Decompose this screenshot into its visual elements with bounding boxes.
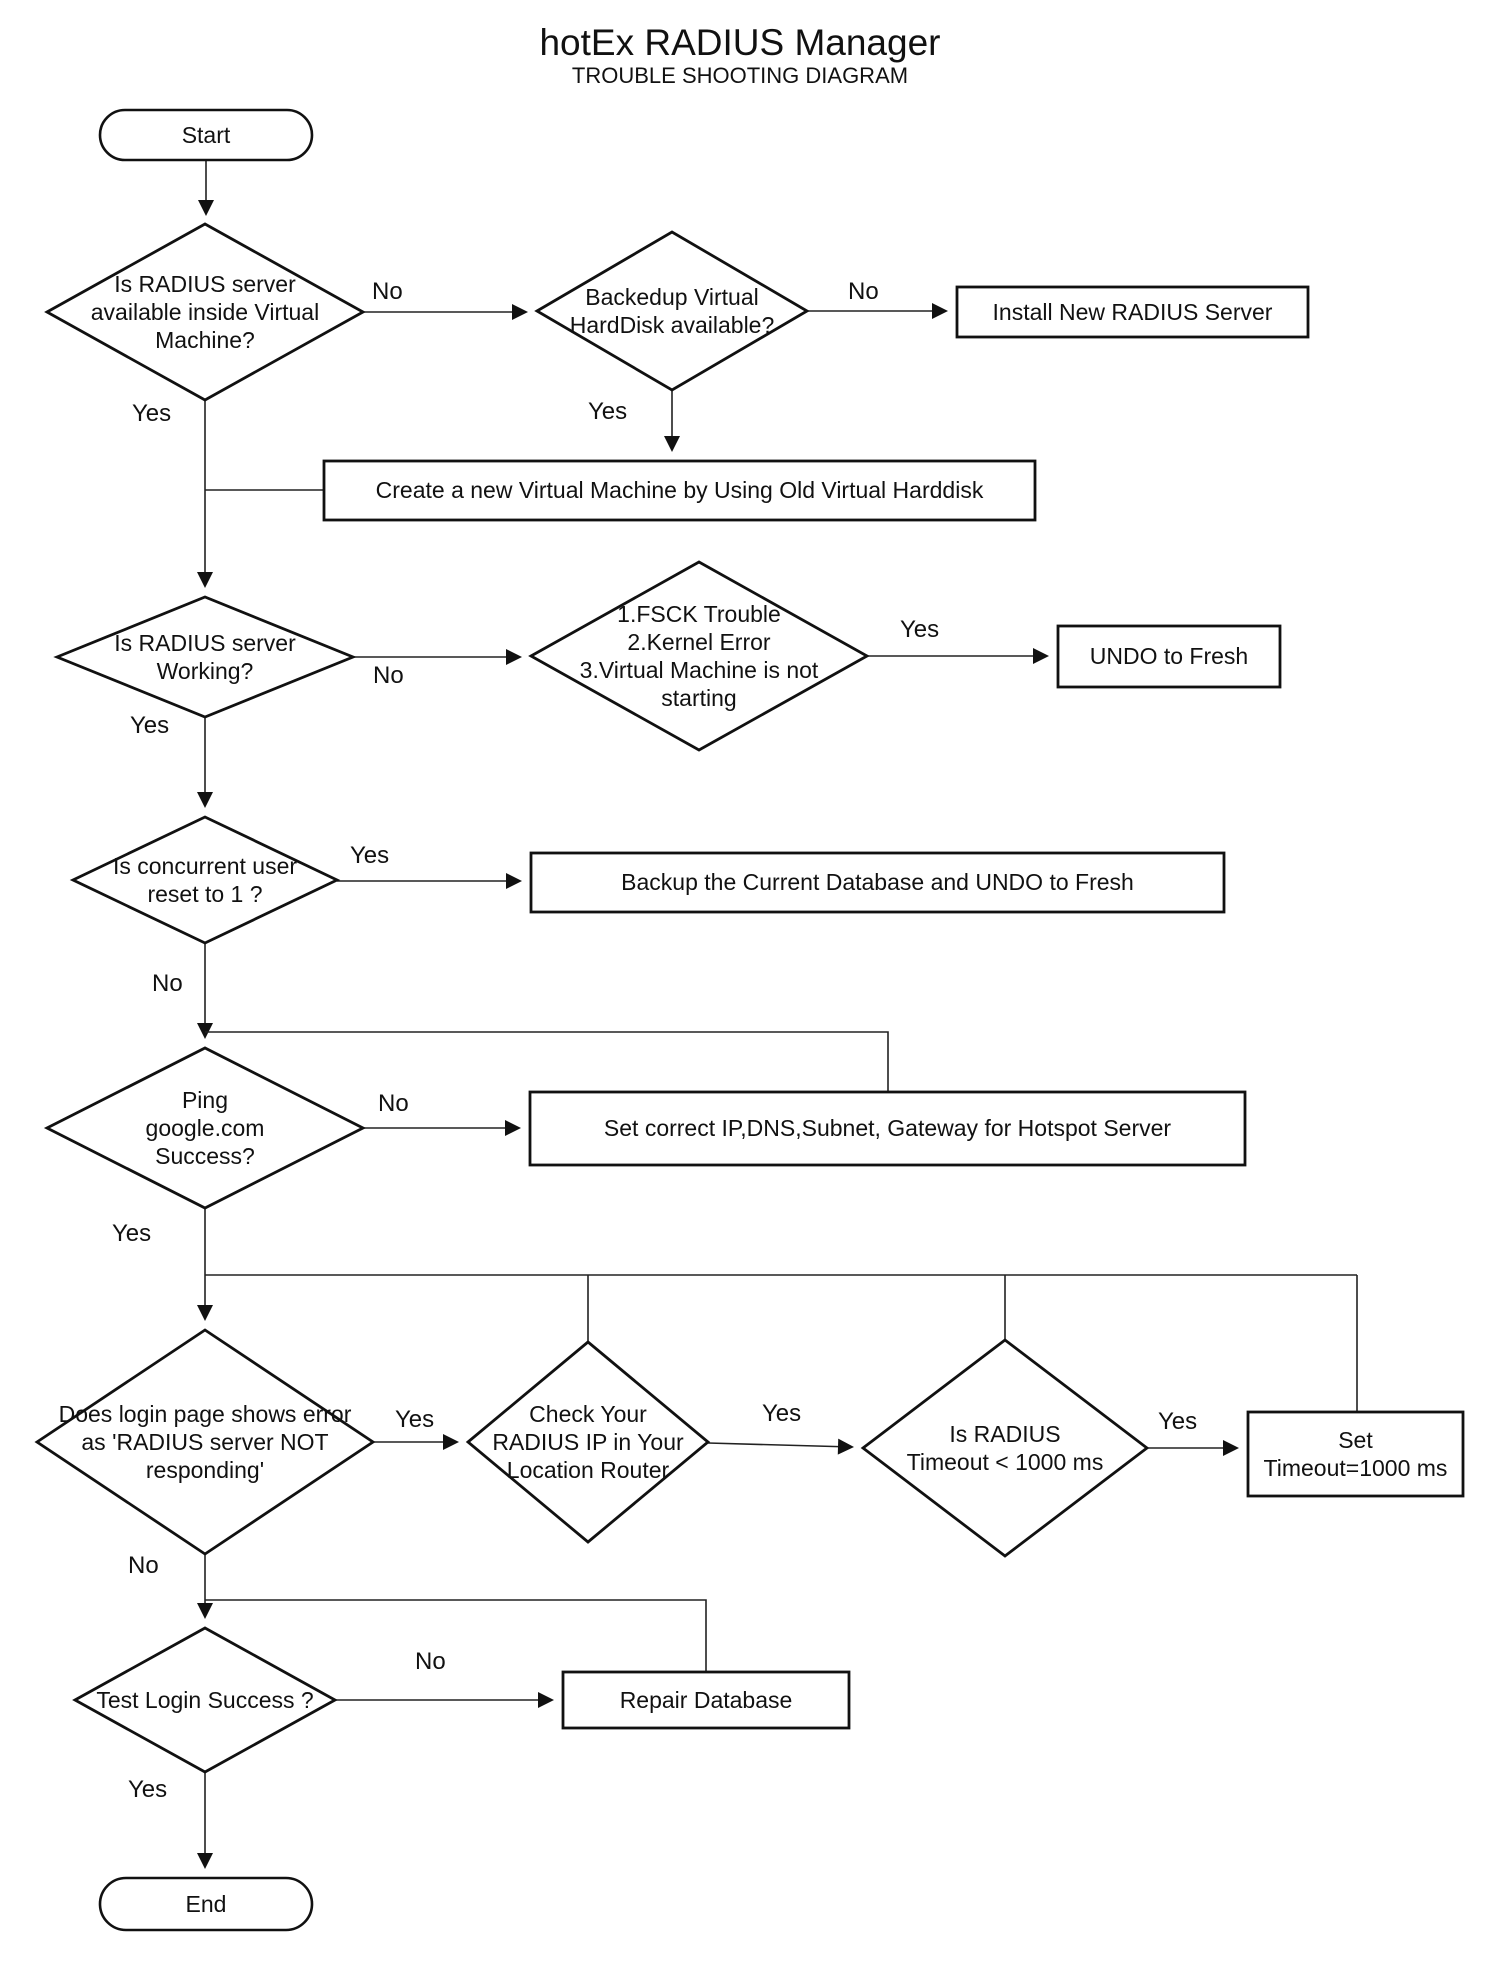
decision-check-ip-shape [465,1340,711,1544]
decision-working-shape [53,595,357,719]
edge-label-fsck-yes: Yes [900,616,940,643]
process-install-label: Install New RADIUS Server [992,298,1273,325]
decision-timeout-label: Is RADIUS Timeout < 1000 ms [906,1420,1104,1475]
connector-checkip-yes [707,1438,854,1455]
process-undo-shape [1056,624,1282,689]
decision-working-label: Is RADIUS server Working? [114,629,296,684]
decision-concurrent-label: Is concurrent user reset to 1 ? [112,852,298,907]
decision-vm-available-label: Is RADIUS server available inside Virtua… [90,270,320,354]
decision-check-ip-label: Check Your RADIUS IP in Your Location Ro… [492,1400,684,1484]
process-set-timeout-label: Set Timeout=1000 ms [1263,1426,1448,1481]
page-subtitle: TROUBLE SHOOTING DIAGRAM [571,63,909,88]
process-backup-db-label: Backup the Current Database and UNDO to … [621,869,1134,896]
edge-label-working-yes: Yes [130,712,170,739]
start-terminator-shape [98,108,314,162]
edge-label-login-no: No [128,1552,159,1579]
process-set-ip-label: Set correct IP,DNS,Subnet, Gateway for H… [603,1115,1172,1142]
connector-setip-loopback [205,1031,889,1092]
edge-label-check-yes: Yes [762,1400,802,1427]
decision-test-login-shape [72,1626,338,1774]
edge-label-backedup-yes: Yes [588,398,628,425]
edge-label-concurrent-no: No [152,970,183,997]
edge-label-testlogin-yes: Yes [128,1776,168,1803]
process-backup-db-shape [529,851,1226,914]
decision-vm-available-shape [44,222,366,402]
decision-fsck-shape [528,560,870,752]
edge-label-working-no: No [373,662,404,689]
decision-login-error-shape [34,1328,376,1556]
edge-label-vm-yes: Yes [132,400,172,427]
edge-label-vm-no: No [372,278,403,305]
process-repair-shape [561,1670,851,1730]
end-terminator-shape [98,1876,314,1932]
process-install-shape [955,285,1310,339]
edge-label-concurrent-yes: Yes [350,842,390,869]
connector-repair-loopback [205,1599,707,1672]
edge-label-ping-no: No [378,1090,409,1117]
decision-backedup-shape [534,230,810,392]
end-terminator-label: End [185,1890,227,1917]
process-undo-label: UNDO to Fresh [1089,643,1249,670]
start-terminator-label: Start [181,121,231,148]
process-set-ip-shape [528,1090,1247,1167]
process-set-timeout-shape [1246,1410,1465,1498]
process-create-vm-shape [322,459,1037,522]
decision-ping-shape [43,1046,367,1210]
edge-label-testlogin-no: No [415,1648,446,1675]
process-repair-label: Repair Database [619,1686,793,1713]
edge-label-login-yes: Yes [395,1406,435,1433]
edge-label-timeout-yes: Yes [1158,1408,1198,1435]
decision-login-error-label: Does login page shows error as 'RADIUS s… [58,1400,352,1484]
edge-label-ping-yes: Yes [112,1220,152,1247]
page-title: hotEx RADIUS Manager [539,22,941,63]
process-create-vm-label: Create a new Virtual Machine by Using Ol… [375,477,984,504]
decision-fsck-label: 1.FSCK Trouble 2.Kernel Error 3.Virtual … [579,600,819,712]
decision-backedup-label: Backedup Virtual HardDisk available? [569,283,775,338]
decision-timeout-shape [860,1338,1150,1558]
edge-label-backedup-no: No [848,278,879,305]
decision-ping-label: Ping google.com Success? [145,1086,265,1170]
decision-concurrent-shape [69,815,341,945]
decision-test-login-label: Test Login Success ? [96,1686,314,1713]
